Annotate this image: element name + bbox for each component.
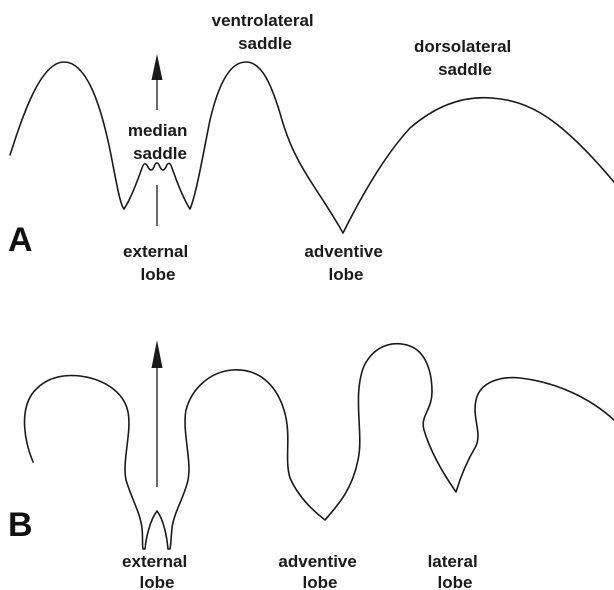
arrow-head-a	[152, 54, 163, 80]
label-external-lobe-a: external lobe	[123, 242, 193, 284]
label-dorsolateral-saddle: dorsolateral saddle	[414, 37, 516, 79]
label-external-lobe-b: external lobe	[122, 552, 192, 590]
panel-letter-b: B	[8, 506, 33, 544]
label-lateral-lobe: lateral lobe	[428, 552, 483, 590]
suture-line-a	[10, 62, 614, 233]
label-adventive-lobe-a: adventive lobe	[304, 242, 387, 284]
label-ventrolateral-saddle: ventrolateral saddle	[212, 11, 319, 53]
label-median-saddle: median saddle	[128, 121, 192, 163]
growth-arrow-a	[152, 54, 163, 226]
arrow-head-b	[152, 340, 163, 368]
suture-line-b	[25, 344, 614, 549]
panel-letter-a: A	[8, 221, 33, 259]
panel-a: A ventrolateral saddle dorsolateral sadd…	[8, 11, 614, 284]
panel-b: B external lobe adventive lobe lateral l…	[8, 340, 614, 590]
label-adventive-lobe-b: adventive lobe	[278, 552, 361, 590]
growth-arrow-b	[152, 340, 163, 487]
